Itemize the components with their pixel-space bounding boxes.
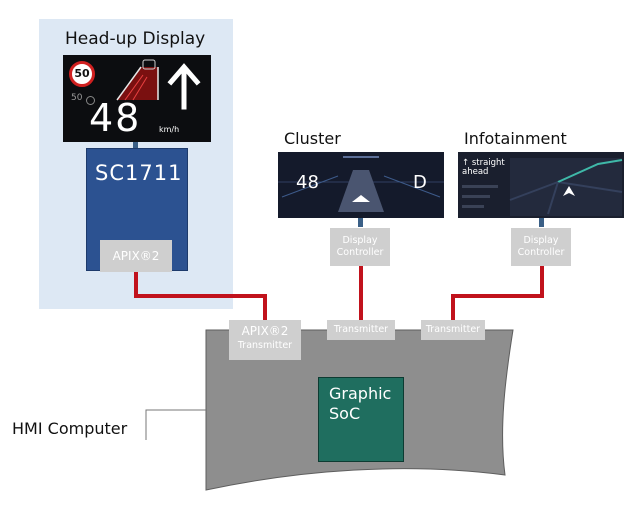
cluster-transmitter: Transmitter (327, 320, 395, 340)
hmi-computer-label: HMI Computer (12, 419, 128, 438)
gauge-icon (86, 96, 95, 105)
infotainment-title: Infotainment (464, 129, 567, 148)
cluster-road-graphic (278, 156, 444, 212)
apix-interface-box: APIX®2 (100, 240, 172, 272)
hud-small-speed: 50 (71, 93, 83, 103)
hud-speed: 48 (89, 96, 142, 140)
nav-instruction-text: straight ahead (462, 158, 505, 177)
hud-road-graphic (116, 59, 201, 110)
connector-infotainment (539, 218, 544, 227)
apix-transmitter-sub: Transmitter (237, 340, 293, 351)
apix-transmitter-label: APIX®2 (241, 324, 289, 338)
apix-transmitter: APIX®2 Transmitter (229, 320, 301, 360)
infotainment-screen: ↑ straight ahead (458, 152, 624, 218)
nav-info-row (462, 185, 498, 188)
connector-cluster (358, 218, 363, 227)
chip-label: SC1711 (95, 161, 183, 185)
hud-title: Head-up Display (65, 29, 206, 49)
nav-instruction: ↑ straight ahead (462, 158, 505, 177)
nav-info-row (462, 195, 490, 198)
connector-hud (133, 141, 138, 149)
hud-speed-unit: km/h (159, 125, 180, 134)
cluster-speed: 48 (296, 172, 319, 193)
link-infotainment (451, 266, 544, 322)
nav-info-row (462, 205, 484, 208)
infotainment-transmitter: Transmitter (421, 320, 485, 340)
speed-limit-sign: 50 (69, 61, 95, 87)
map-graphic (509, 158, 623, 216)
hud-screen: 50 50 48 km/h (63, 55, 211, 142)
cluster-gear: D (413, 172, 427, 193)
hmi-pointer-line (145, 409, 206, 440)
cluster-title: Cluster (284, 129, 341, 148)
cluster-screen: 48 D (278, 152, 444, 218)
link-hud (134, 272, 267, 320)
